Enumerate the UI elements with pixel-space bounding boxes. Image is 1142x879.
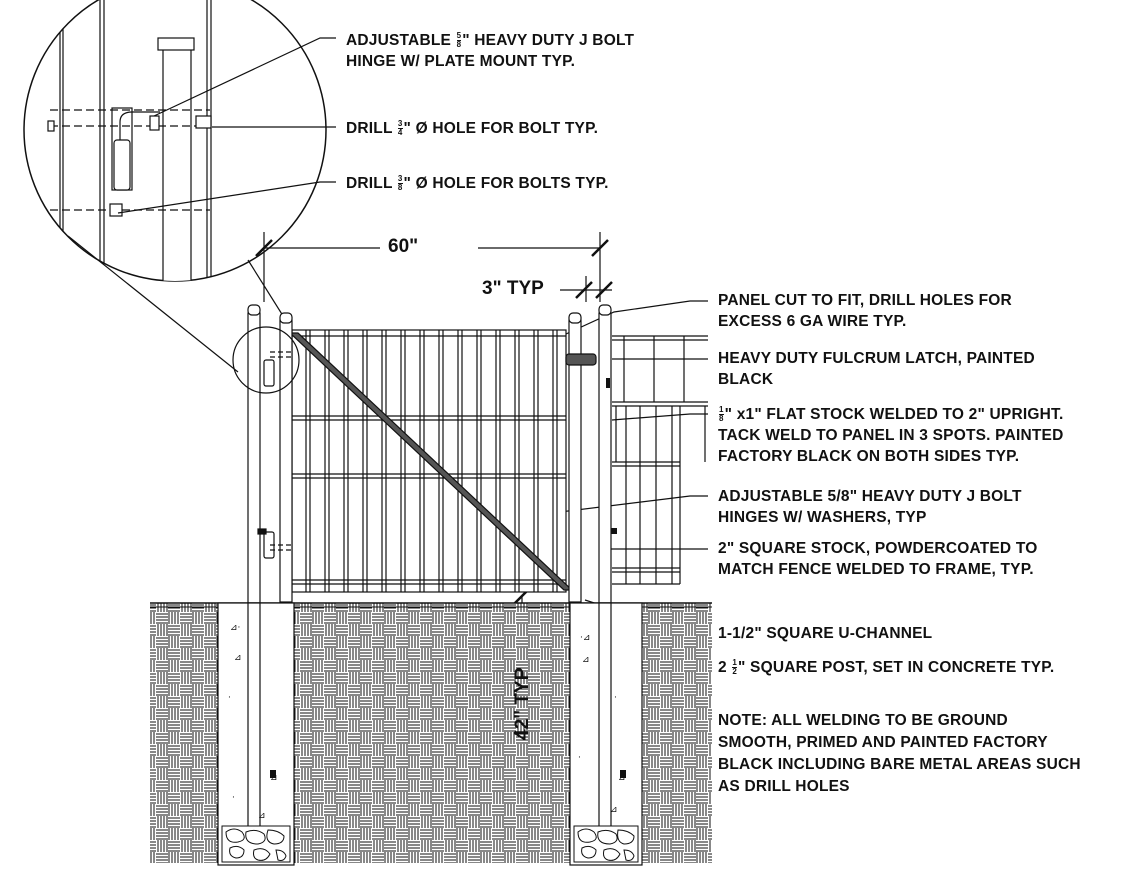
- embed-depth-dimension: 42" TYP: [512, 667, 533, 740]
- svg-text:⊿: ⊿: [234, 653, 242, 663]
- welding-note: NOTE: ALL WELDING TO BE GROUND SMOOTH, P…: [718, 712, 1081, 795]
- hinges: [257, 351, 292, 559]
- gate-pickets: [305, 330, 558, 592]
- svg-text:⊿: ⊿: [258, 811, 266, 821]
- svg-text:·: ·: [228, 693, 231, 703]
- svg-text:⊿: ⊿: [582, 655, 590, 665]
- svg-text:·: ·: [232, 793, 235, 803]
- latch-callout: HEAVY DUTY FULCRUM LATCH, PAINTED BLACK: [718, 350, 1035, 388]
- svg-text:·: ·: [578, 753, 581, 763]
- fulcrum-latch: [565, 353, 617, 534]
- fence-panel-right: [612, 335, 708, 585]
- u-channel-callout: 1-1/2" SQUARE U-CHANNEL: [718, 625, 933, 642]
- svg-text:⊿: ⊿: [610, 805, 618, 815]
- hinges-callout: ADJUSTABLE 5/8" HEAVY DUTY J BOLT HINGES…: [718, 488, 1022, 526]
- panel-cut-callout: PANEL CUT TO FIT, DRILL HOLES FOR EXCESS…: [718, 292, 1012, 330]
- svg-text:·: ·: [614, 693, 617, 703]
- square-stock-callout: 2" SQUARE STOCK, POWDERCOATED TO MATCH F…: [718, 540, 1038, 578]
- post-gap-dimension: 3" TYP: [482, 278, 544, 299]
- svg-text:⊿·: ⊿·: [230, 623, 240, 633]
- svg-text:·⊿: ·⊿: [580, 633, 590, 643]
- hinge-detail-marker: [232, 326, 300, 394]
- ground-section: ⊿· ⊿ · ⊿ ⊿ · ·⊿ ⊿ · ⊿ ⊿ ·: [150, 602, 712, 866]
- width-dimension: 60": [388, 236, 419, 257]
